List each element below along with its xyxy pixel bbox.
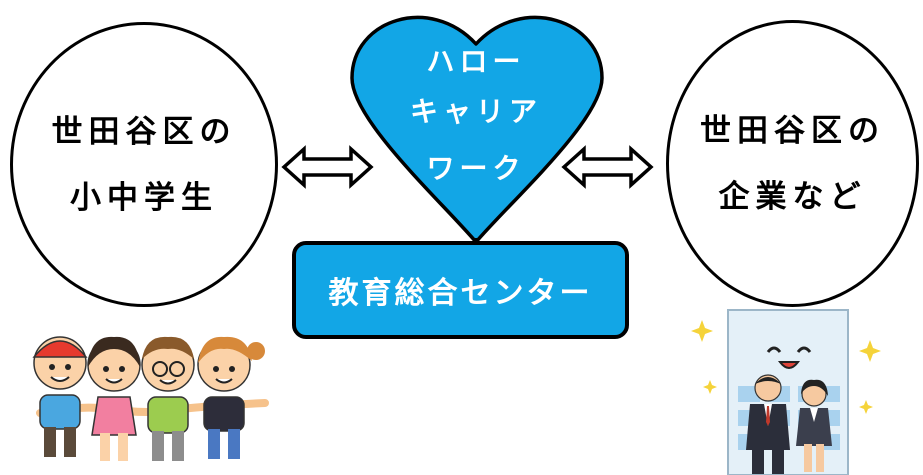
office-building-illustration [691,309,881,475]
double-arrow-right-icon [561,145,654,189]
companies-node: 世田谷区の 企業など [666,20,919,307]
companies-node-line-2: 企業など [718,178,867,215]
heart-line-1: ハロー [426,45,526,78]
students-node-line-2: 小中学生 [70,179,218,216]
students-node: 世田谷区の 小中学生 [10,22,278,307]
children-illustration [32,336,269,461]
double-arrow-left-icon [281,145,374,189]
heart-line-2: キャリア [409,95,542,128]
education-center-box: 教育総合センター [292,241,629,339]
heart-line-3: ワーク [426,152,526,185]
education-center-label: 教育総合センター [328,276,593,311]
companies-node-line-1: 世田谷区の [700,112,885,149]
students-node-line-1: 世田谷区の [51,113,237,150]
